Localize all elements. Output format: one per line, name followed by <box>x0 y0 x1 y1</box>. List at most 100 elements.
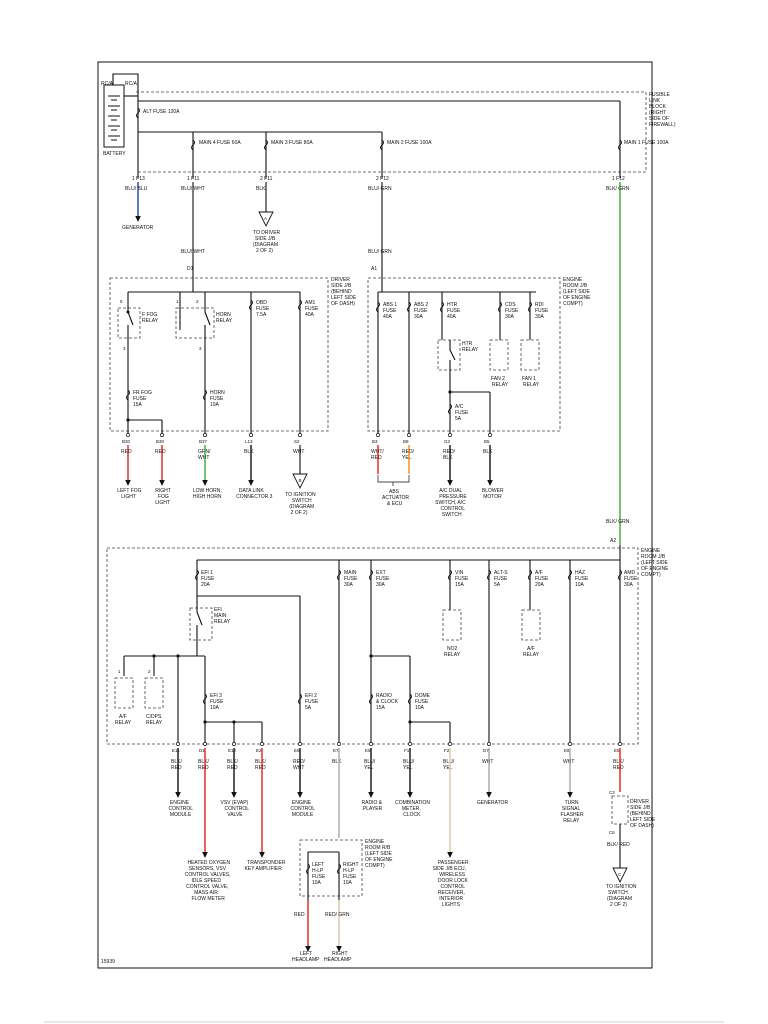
connector-pin <box>298 742 302 746</box>
tri-c: C <box>618 872 622 877</box>
connector-pin <box>176 742 180 746</box>
connector-pin <box>448 433 452 437</box>
pin-id: E2 <box>256 748 262 753</box>
headlamp-rb-box <box>299 839 363 897</box>
wire-color: BLK/ GRN <box>606 186 630 192</box>
arrow <box>486 792 492 798</box>
connector-a2: A2 <box>610 538 616 544</box>
wire-color: BLU/ BLU <box>125 186 148 192</box>
connector-c6: C6 <box>609 830 615 835</box>
wire-color: BLK <box>244 449 254 455</box>
connector-pin <box>618 742 622 746</box>
pin-id: B8 <box>403 439 409 444</box>
wire-color: BLU/ GRN <box>368 186 392 192</box>
pin-id: E5 <box>614 748 620 753</box>
wire-color: BLK/ GRN <box>606 519 630 525</box>
pin-id: B30 <box>156 439 165 444</box>
arrow <box>368 792 374 798</box>
wire-color: BLU/YEL <box>443 759 455 771</box>
arrow <box>231 792 237 798</box>
connector-pin <box>160 433 164 437</box>
wire-color: BLU/ WHT <box>181 249 205 255</box>
main4-fuse: MAIN 4 FUSE 60A <box>199 140 241 146</box>
main3-fuse: MAIN 3 FUSE 80A <box>271 140 313 146</box>
connector-pin <box>260 742 264 746</box>
wire-color: BLK/ RED <box>607 842 630 848</box>
arrow <box>125 480 131 486</box>
arrow <box>259 852 265 858</box>
pin-5: 5 <box>120 299 123 304</box>
battery: RC/A RC/A BATTERY <box>101 81 138 157</box>
connector-f11: 1 F11 <box>187 176 200 182</box>
pin-3: 3 <box>199 346 202 351</box>
wire-color: RED/BLK <box>443 449 456 461</box>
wire-color: RED <box>294 912 305 918</box>
pin-id: L13 <box>245 439 253 444</box>
connector-pin <box>376 433 380 437</box>
connector-pin <box>337 742 341 746</box>
pin-id: F2 <box>444 748 450 753</box>
connector-pin <box>232 742 236 746</box>
pin-3: 3 <box>123 346 126 351</box>
wire-color: BLK/RED <box>227 759 238 771</box>
battery-wire-label: RC/A <box>101 81 114 87</box>
arrow <box>159 480 165 486</box>
driver-side-jb2-box <box>611 795 629 825</box>
arrow <box>407 792 413 798</box>
pin-id: D1 <box>199 748 205 753</box>
connector-pin <box>488 433 492 437</box>
arrow <box>202 852 208 858</box>
pin-label: 2 <box>148 669 151 674</box>
arrow <box>248 480 254 486</box>
pin-id: E11 <box>172 748 180 753</box>
wire-color: RED <box>155 449 166 455</box>
connector-pin <box>203 742 207 746</box>
wire-color: RED/YEL <box>402 449 415 461</box>
wire-color: WHT <box>293 449 304 455</box>
pin-id: F1 <box>404 748 410 753</box>
connector-f12: 2 F12 <box>376 176 389 182</box>
arrow <box>447 852 453 858</box>
pin-id: B3 <box>372 439 378 444</box>
main1-fuse: MAIN 1 FUSE 100A <box>624 140 669 146</box>
arrow <box>487 480 493 486</box>
wire-color: WHT <box>563 759 574 765</box>
connector-pin <box>126 433 130 437</box>
pin-id: E5 <box>365 748 371 753</box>
